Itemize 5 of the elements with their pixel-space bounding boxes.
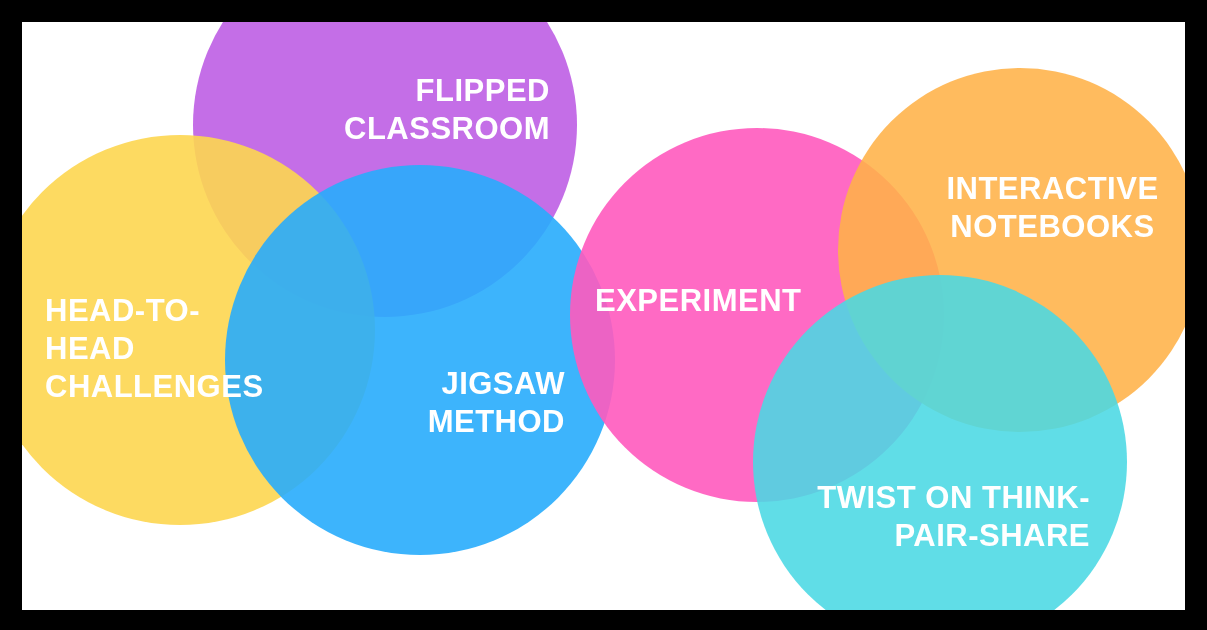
circle-label: INTERACTIVE NOTEBOOKS bbox=[945, 170, 1160, 246]
circle-label: JIGSAW METHOD bbox=[426, 365, 565, 441]
circle-label: EXPERIMENT bbox=[595, 282, 803, 320]
circle-label: TWIST ON THINK-PAIR-SHARE bbox=[816, 479, 1090, 555]
circle-label: FLIPPED CLASSROOM bbox=[343, 72, 550, 148]
